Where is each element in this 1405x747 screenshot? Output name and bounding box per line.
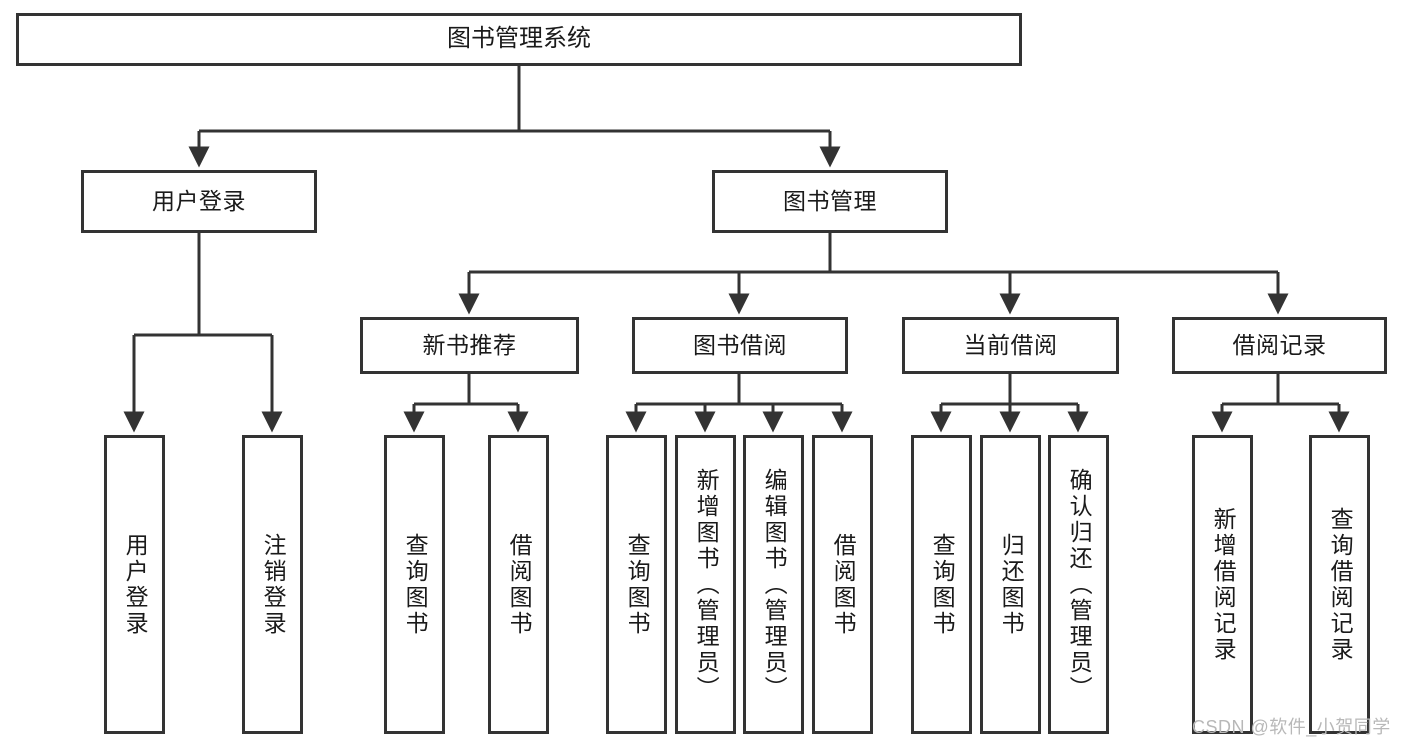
leaf-return-book-label: 归还图书 xyxy=(998,532,1025,637)
leaf-query-book-2-label: 查询图书 xyxy=(624,532,651,637)
leaf-borrow-book-2-label: 借阅图书 xyxy=(830,532,857,637)
csdn-watermark: CSDN @软件_小贺同学 xyxy=(1192,717,1391,737)
leaf-query-book-1[interactable]: 查询图书 xyxy=(384,435,445,734)
leaf-query-record[interactable]: 查询借阅记录 xyxy=(1309,435,1370,734)
leaf-return-book[interactable]: 归还图书 xyxy=(980,435,1041,734)
node-borrow-record[interactable]: 借阅记录 xyxy=(1172,317,1387,374)
leaf-borrow-book-1-label: 借阅图书 xyxy=(506,532,533,637)
node-root[interactable]: 图书管理系统 xyxy=(16,13,1022,66)
node-borrow-record-label: 借阅记录 xyxy=(1232,331,1327,358)
node-current-borrow-label: 当前借阅 xyxy=(963,331,1058,358)
leaf-user-login-label: 用户登录 xyxy=(122,532,149,637)
leaf-query-book-1-label: 查询图书 xyxy=(402,532,429,637)
node-book-borrow-label: 图书借阅 xyxy=(693,331,787,358)
leaf-query-book-3-label: 查询图书 xyxy=(929,532,956,637)
leaf-query-book-2[interactable]: 查询图书 xyxy=(606,435,667,734)
node-book-management[interactable]: 图书管理 xyxy=(712,170,948,233)
leaf-add-book-label: 新增图书（管理员） xyxy=(693,467,720,702)
leaf-add-record-label: 新增借阅记录 xyxy=(1210,506,1237,663)
node-root-label: 图书管理系统 xyxy=(447,25,591,53)
leaf-query-book-3[interactable]: 查询图书 xyxy=(911,435,972,734)
leaf-user-logout-label: 注销登录 xyxy=(260,532,287,637)
leaf-confirm-return-label: 确认归还（管理员） xyxy=(1066,467,1093,702)
leaf-user-login[interactable]: 用户登录 xyxy=(104,435,165,734)
leaf-add-book[interactable]: 新增图书（管理员） xyxy=(675,435,736,734)
leaf-borrow-book-2[interactable]: 借阅图书 xyxy=(812,435,873,734)
node-new-book-recommend-label: 新书推荐 xyxy=(422,331,517,358)
node-book-management-label: 图书管理 xyxy=(783,187,877,214)
node-user-login-label: 用户登录 xyxy=(152,187,246,214)
leaf-user-logout[interactable]: 注销登录 xyxy=(242,435,303,734)
node-user-login[interactable]: 用户登录 xyxy=(81,170,317,233)
leaf-query-record-label: 查询借阅记录 xyxy=(1327,506,1354,663)
node-new-book-recommend[interactable]: 新书推荐 xyxy=(360,317,579,374)
leaf-borrow-book-1[interactable]: 借阅图书 xyxy=(488,435,549,734)
leaf-add-record[interactable]: 新增借阅记录 xyxy=(1192,435,1253,734)
leaf-edit-book-label: 编辑图书（管理员） xyxy=(761,467,788,702)
node-current-borrow[interactable]: 当前借阅 xyxy=(902,317,1119,374)
node-book-borrow[interactable]: 图书借阅 xyxy=(632,317,848,374)
leaf-edit-book[interactable]: 编辑图书（管理员） xyxy=(743,435,804,734)
leaf-confirm-return[interactable]: 确认归还（管理员） xyxy=(1048,435,1109,734)
